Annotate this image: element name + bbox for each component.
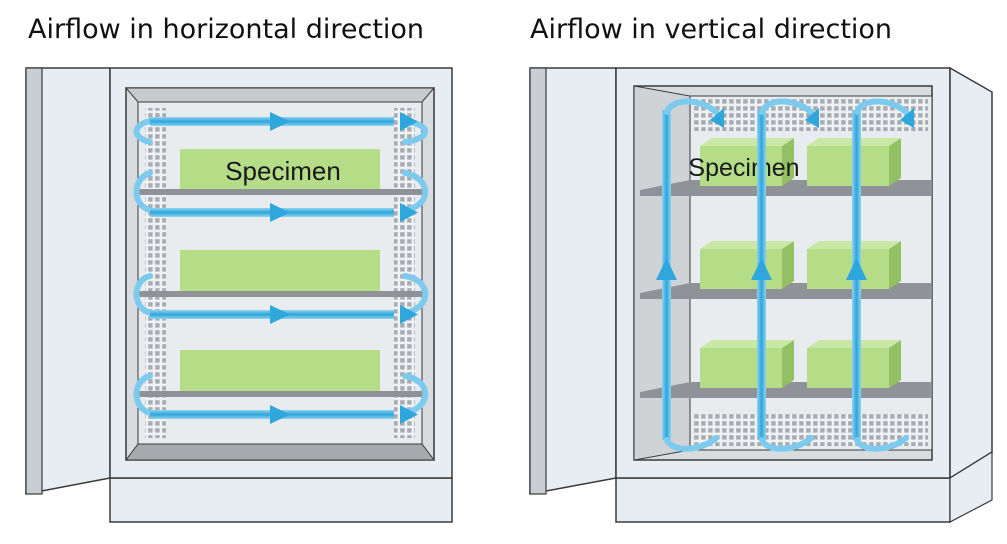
left-shelf-3 bbox=[134, 391, 426, 397]
right-specimen-2a-side bbox=[782, 241, 794, 289]
left-flow-row4-loop-right bbox=[402, 373, 429, 416]
left-flow-row2-arrow-b bbox=[400, 203, 418, 222]
right-specimen-1a bbox=[700, 146, 782, 186]
right-flow-col3-arrow-top bbox=[900, 108, 914, 128]
right-specimen-2a-top bbox=[700, 241, 794, 249]
left-specimen-1 bbox=[180, 149, 380, 189]
right-flow-col1-loop-top bbox=[664, 98, 719, 115]
right-flow-col3-arrow bbox=[846, 258, 867, 280]
left-chamber: Specimen bbox=[25, 67, 453, 523]
left-flow-row1-arrow-b bbox=[400, 112, 418, 131]
right-flow-col1-arrow bbox=[656, 258, 677, 280]
right-door-right bbox=[949, 66, 993, 480]
left-flow-row4-arrow-b bbox=[400, 405, 418, 424]
right-flow-col1-loop-bottom bbox=[664, 435, 719, 452]
right-specimen-3a bbox=[700, 348, 782, 388]
right-specimens bbox=[700, 138, 901, 388]
right-specimen-3a-top bbox=[700, 340, 794, 348]
right-specimen-1b-side bbox=[889, 138, 901, 186]
right-flow-col2-arrow-top bbox=[805, 108, 819, 128]
left-specimen-3 bbox=[180, 350, 380, 391]
left-flow-row4-arrow-a bbox=[270, 405, 290, 424]
right-specimen-label: Specimen bbox=[688, 154, 799, 182]
left-base bbox=[109, 477, 453, 523]
left-flow-row3-loop-left bbox=[133, 273, 153, 316]
right-base-side bbox=[949, 450, 993, 523]
right-flow-col2-arrow bbox=[751, 258, 772, 280]
left-flow-row4-loop-left bbox=[133, 373, 153, 416]
left-chamber-bottom-bevel bbox=[125, 443, 435, 461]
right-flow-col2-loop-top bbox=[759, 98, 814, 115]
right-specimen-2b-side bbox=[889, 241, 901, 289]
left-door-edge bbox=[25, 67, 43, 495]
left-airflow bbox=[133, 112, 429, 424]
left-shelf-1 bbox=[134, 189, 426, 195]
right-flow-col2-loop-bottom bbox=[759, 435, 814, 452]
left-grille-left bbox=[145, 108, 166, 438]
right-specimen-3a-side bbox=[782, 340, 794, 388]
left-flow-row2-loop-right bbox=[402, 170, 429, 213]
right-flow-col3-loop-bottom bbox=[854, 435, 909, 452]
left-flow-row2-loop-left bbox=[133, 170, 153, 213]
left-flow-row3-loop-right bbox=[402, 273, 429, 316]
right-specimen-1b bbox=[807, 146, 889, 186]
right-airflow bbox=[656, 98, 914, 452]
right-chamber: Specimen bbox=[529, 66, 993, 523]
right-specimen-3b-side bbox=[889, 340, 901, 388]
left-flow-row1-loop-left bbox=[133, 118, 153, 145]
right-door-left-edge bbox=[529, 67, 547, 495]
left-shelf-2 bbox=[134, 291, 426, 297]
right-specimen-1a-side bbox=[782, 138, 794, 186]
left-flow-row3-arrow-b bbox=[400, 305, 418, 324]
left-grille-right bbox=[394, 108, 415, 438]
left-flow-row1-arrow-a bbox=[270, 112, 290, 131]
right-specimen-3b bbox=[807, 348, 889, 388]
right-base bbox=[615, 477, 951, 523]
left-chamber-top-bevel bbox=[124, 87, 436, 103]
left-flow-row2-arrow-a bbox=[270, 203, 290, 222]
left-specimen-label: Specimen bbox=[225, 156, 341, 186]
left-flow-row3-arrow-a bbox=[270, 305, 290, 324]
right-specimen-2b bbox=[807, 249, 889, 289]
right-flow-col1-arrow-top bbox=[710, 108, 724, 128]
left-specimen-2 bbox=[180, 250, 380, 291]
right-flow-col3-loop-top bbox=[854, 98, 909, 115]
right-specimen-1a-top bbox=[700, 138, 794, 146]
right-specimen-2a bbox=[700, 249, 782, 289]
left-panel-title: Airflow in horizontal direction bbox=[28, 14, 425, 45]
right-panel-title: Airflow in vertical direction bbox=[530, 14, 893, 45]
